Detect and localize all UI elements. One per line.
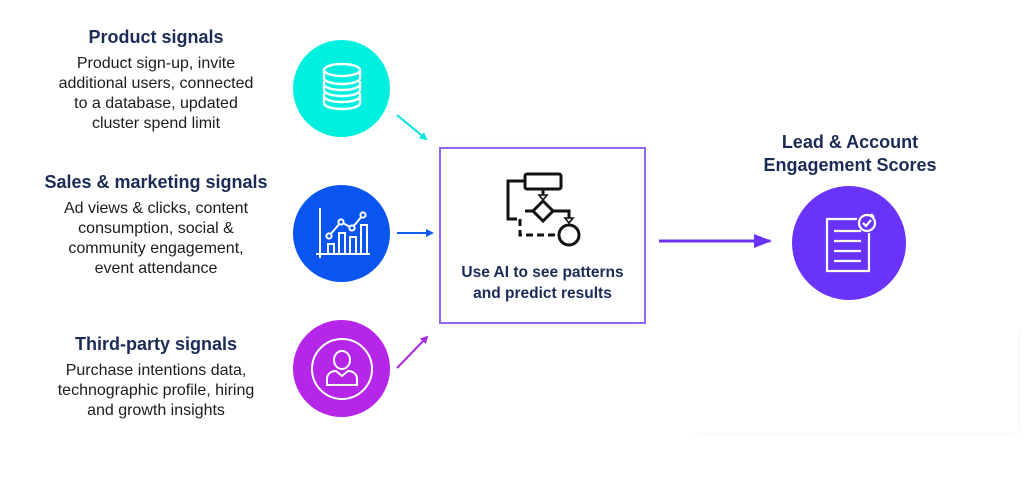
description-line: event attendance xyxy=(94,260,218,277)
bar-line-chart-icon xyxy=(315,207,370,258)
sales-marketing-signals-title: Sales & marketing signals xyxy=(44,172,268,192)
arrow-product-to-process xyxy=(396,114,428,141)
checklist-document-icon xyxy=(825,213,877,273)
ai-process-label: Use AI to see patterns and predict resul… xyxy=(441,262,644,304)
sales-marketing-signals-circle xyxy=(293,185,390,282)
description-line: additional users, connected xyxy=(58,75,254,92)
description-line: Product sign-up, invite xyxy=(76,55,236,72)
ai-process-box: Use AI to see patterns and predict resul… xyxy=(439,147,646,324)
background-card-shadow xyxy=(692,325,1018,433)
title-line: Engagement Scores xyxy=(763,155,937,175)
product-signals-title: Product signals xyxy=(88,27,224,47)
database-icon xyxy=(322,62,361,110)
user-profile-icon xyxy=(310,337,373,400)
description-line: Purchase intentions data, xyxy=(65,362,247,379)
third-party-signals-title: Third-party signals xyxy=(74,334,238,354)
description-line: Ad views & clicks, content xyxy=(63,200,249,217)
product-signals-block: Product signals Product sign-up, invite … xyxy=(20,26,292,134)
sales-marketing-signals-description: Ad views & clicks, content consumption, … xyxy=(20,199,292,279)
third-party-signals-circle xyxy=(293,320,390,417)
engagement-scores-circle xyxy=(792,186,906,300)
description-line: and growth insights xyxy=(87,402,225,419)
third-party-signals-block: Third-party signals Purchase intentions … xyxy=(20,333,292,421)
product-signals-circle xyxy=(293,40,390,137)
flowchart-icon xyxy=(506,172,581,247)
description-line: technographic profile, hiring xyxy=(57,382,255,399)
third-party-signals-description: Purchase intentions data, technographic … xyxy=(20,361,292,421)
label-line: and predict results xyxy=(473,285,612,302)
label-line: Use AI to see patterns xyxy=(461,264,624,281)
title-line: Lead & Account xyxy=(781,132,919,152)
arrow-third-to-process xyxy=(396,335,429,369)
description-line: to a database, updated xyxy=(74,95,238,112)
output-title: Lead & Account Engagement Scores xyxy=(740,131,960,177)
sales-marketing-signals-block: Sales & marketing signals Ad views & cli… xyxy=(20,171,292,279)
product-signals-description: Product sign-up, invite additional users… xyxy=(20,54,292,134)
description-line: cluster spend limit xyxy=(91,115,221,132)
description-line: community engagement, xyxy=(68,240,244,257)
description-line: consumption, social & xyxy=(78,220,234,237)
